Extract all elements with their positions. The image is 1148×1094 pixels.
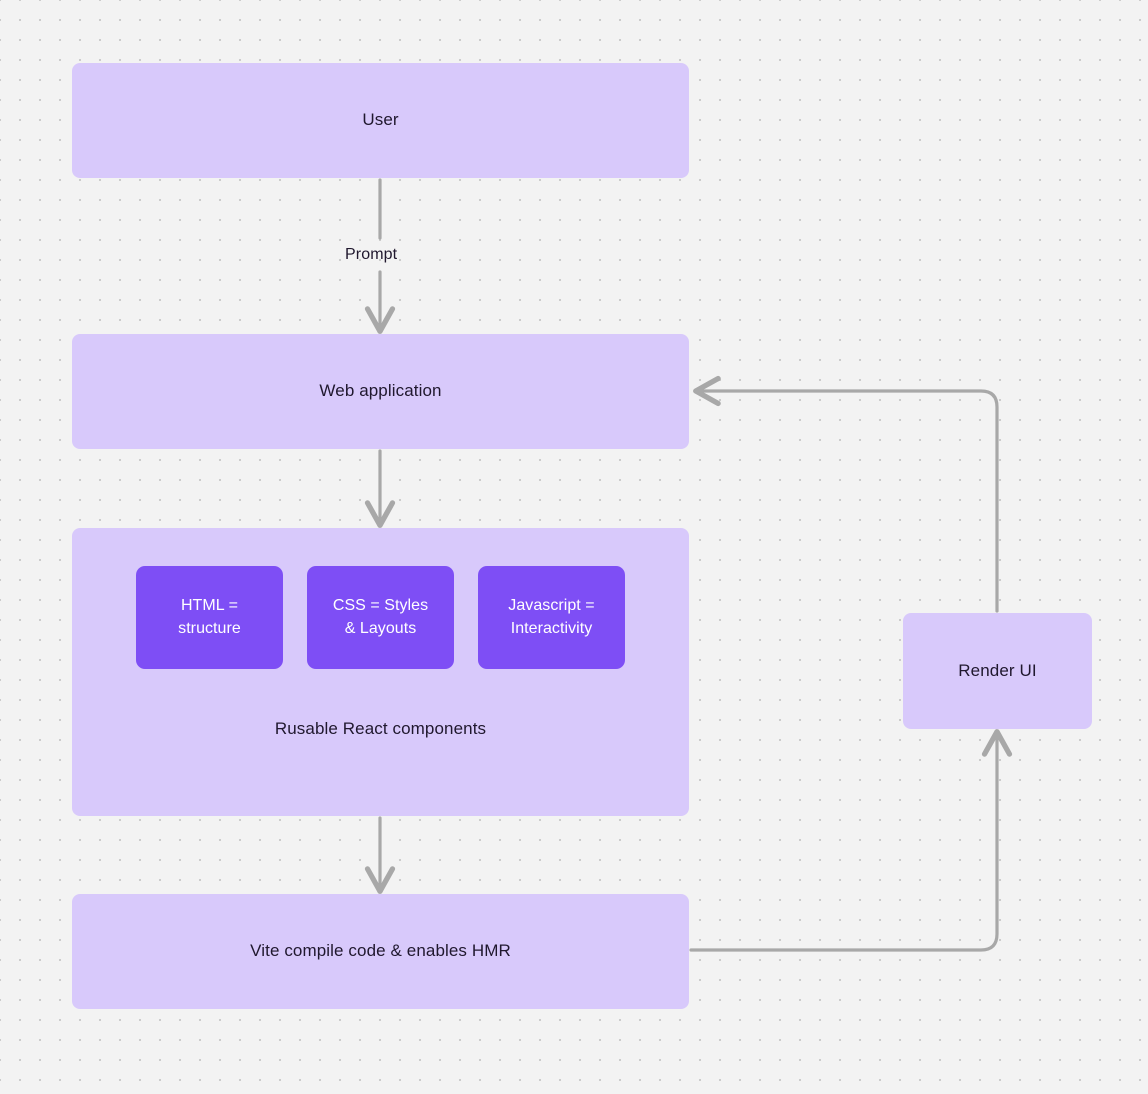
edge-vite-to-render-ui: [689, 729, 1013, 952]
inner-node-css-line1: CSS = Styles: [332, 597, 429, 615]
node-web-application-label: Web application: [319, 381, 442, 401]
inner-node-row: HTML = structure CSS = Styles & Layouts …: [136, 566, 625, 669]
node-vite[interactable]: Vite compile code & enables HMR: [72, 894, 689, 1009]
inner-node-html-line1: HTML =: [180, 597, 239, 615]
edge-label-prompt: Prompt: [345, 246, 398, 263]
node-web-application[interactable]: Web application: [72, 334, 689, 449]
inner-node-javascript[interactable]: Javascript = Interactivity: [478, 566, 625, 669]
node-user[interactable]: User: [72, 63, 689, 178]
node-render-ui-label: Render UI: [958, 660, 1037, 680]
inner-node-html-line2: structure: [178, 619, 241, 637]
inner-node-css[interactable]: CSS = Styles & Layouts: [307, 566, 454, 669]
node-vite-label: Vite compile code & enables HMR: [250, 941, 511, 961]
inner-node-javascript-line2: Interactivity: [510, 619, 593, 637]
node-user-label: User: [362, 110, 399, 130]
inner-node-javascript-line1: Javascript =: [508, 597, 595, 615]
node-render-ui[interactable]: Render UI: [903, 613, 1092, 729]
node-components-caption: Rusable React components: [274, 719, 487, 738]
edge-render-ui-to-web-application: [693, 375, 999, 613]
node-reusable-react-components[interactable]: HTML = structure CSS = Styles & Layouts …: [72, 528, 689, 816]
inner-node-html[interactable]: HTML = structure: [136, 566, 283, 669]
inner-node-css-line2: & Layouts: [344, 619, 417, 637]
